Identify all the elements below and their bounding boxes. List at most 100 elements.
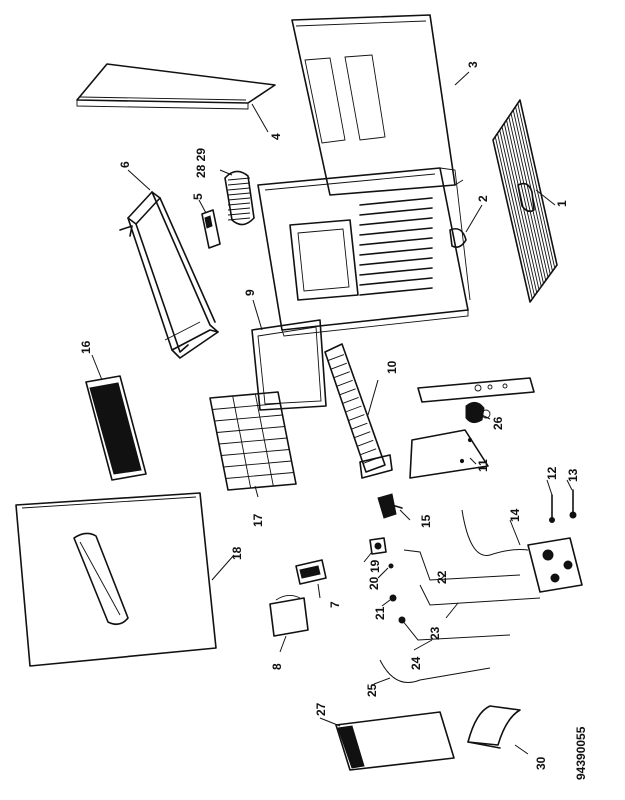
callout-28-29: 28 29: [194, 148, 208, 178]
callout-27: 27: [314, 702, 328, 716]
part-2-main-body: [257, 167, 471, 337]
hatch-line: [214, 414, 283, 422]
hatch-line: [510, 113, 549, 278]
part-9-glass-panel: [251, 319, 327, 411]
part-26-valve: [465, 402, 491, 424]
hatch-line: [348, 414, 365, 421]
callout-7: 7: [328, 601, 342, 608]
callout-10: 10: [385, 360, 399, 374]
callout-16: 16: [79, 340, 93, 354]
hatch-line: [336, 379, 353, 387]
hatch-line: [506, 119, 544, 284]
part-7-box: [295, 559, 327, 585]
callout-30: 30: [534, 756, 548, 770]
callout-2: 2: [476, 195, 490, 202]
hatch-line: [227, 177, 251, 181]
callout-18: 18: [230, 546, 244, 560]
hatch-line: [359, 247, 433, 256]
hatch-line: [227, 202, 251, 206]
hatch-line: [227, 212, 251, 216]
part-13-screw: [569, 489, 577, 519]
hatch-line: [345, 405, 362, 413]
callout-4: 4: [269, 133, 283, 140]
part-16-grille-bar: [85, 375, 147, 481]
hatch-line: [517, 103, 556, 269]
hatch-line: [330, 362, 348, 370]
hatch-line: [351, 422, 368, 430]
callout-15: 15: [419, 514, 433, 528]
hatch-line: [221, 449, 290, 456]
hatch-line: [327, 354, 345, 361]
callout-3: 3: [466, 61, 480, 68]
part-28-29-burner: [224, 170, 255, 226]
hatch-line: [354, 431, 371, 439]
hatch-line: [218, 437, 288, 445]
part-14-gas-valve: [461, 509, 583, 593]
part-5-cylinder: [201, 209, 221, 249]
hatch-line: [223, 460, 292, 468]
part-11-bracket: [409, 429, 489, 479]
callout-25: 25: [365, 683, 379, 697]
callout-5: 5: [191, 193, 205, 200]
callout-26: 26: [491, 416, 505, 430]
callout-1: 1: [555, 200, 569, 207]
hatch-line: [342, 397, 359, 404]
part-27-bottom-panel: [335, 711, 455, 771]
hatch-line: [333, 371, 350, 379]
hatch-line: [359, 287, 433, 296]
hatch-line: [501, 126, 540, 290]
part-17-radiant-panel: [209, 391, 297, 491]
hatch-line: [503, 123, 542, 287]
hatch-line: [359, 257, 433, 266]
hatch-line: [227, 187, 251, 191]
hatch-line: [232, 395, 252, 489]
hatch-line: [227, 197, 251, 201]
hatch-line: [227, 192, 251, 196]
hatch-line: [212, 403, 281, 410]
part-26-rail: [417, 377, 535, 403]
callout-23: 23: [428, 626, 442, 640]
hatch-line: [359, 448, 377, 456]
part-1-side-grille: [492, 99, 558, 303]
part-12-screw: [549, 494, 555, 523]
hatch-line: [359, 237, 433, 246]
hatch-line: [359, 217, 433, 226]
callout-8: 8: [270, 663, 284, 670]
part-24-pipe: [398, 616, 511, 641]
part-15-fitting: [377, 493, 403, 519]
part-23-pipe: [419, 584, 541, 606]
drawing-reference-code: 94390055: [574, 726, 588, 780]
callout-13: 13: [566, 468, 580, 482]
callout-17: 17: [251, 513, 265, 527]
hatch-line: [359, 227, 433, 236]
part-25-pipe: [379, 659, 491, 683]
hatch-line: [227, 182, 251, 186]
callout-6: 6: [118, 161, 132, 168]
part-6-frame: [119, 191, 219, 359]
hatch-line: [359, 207, 433, 216]
hatch-line: [227, 217, 251, 221]
part-3-top-panel: [291, 14, 464, 196]
part-19-injector: [369, 537, 387, 555]
part-10-burner-tube: [324, 343, 393, 479]
callout-11: 11: [476, 459, 490, 472]
callout-9: 9: [243, 289, 257, 296]
hatch-line: [359, 197, 433, 206]
callout-14: 14: [508, 508, 522, 522]
hatch-line: [225, 472, 294, 479]
hatch-line: [515, 106, 553, 272]
callout-20: 20: [367, 576, 381, 590]
hatch-line: [216, 426, 285, 433]
hatch-line: [339, 388, 356, 396]
hatch-line: [499, 129, 538, 293]
callout-leader-lines: [91, 71, 573, 755]
callout-12: 12: [545, 466, 559, 480]
hatch-line: [357, 439, 374, 447]
hatch-line: [497, 133, 535, 296]
part-8-box: [269, 595, 309, 637]
hatch-line: [359, 267, 433, 276]
hatch-line: [227, 207, 251, 211]
part-21-washer: [389, 594, 397, 602]
hatch-line: [508, 116, 547, 281]
